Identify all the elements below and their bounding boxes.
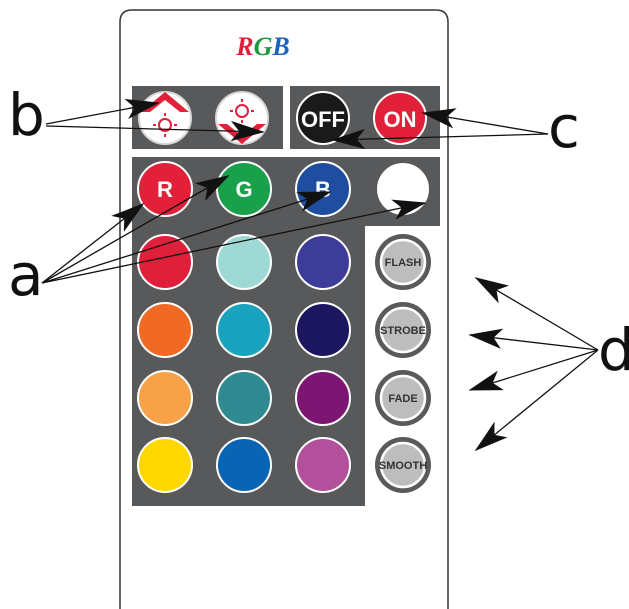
title-letter-r: R xyxy=(235,32,253,61)
on-button-label: ON xyxy=(384,107,417,132)
callout-arrows xyxy=(41,98,599,452)
callout-d: d xyxy=(598,316,629,384)
function-button-label: STROBE xyxy=(380,325,426,337)
function-button-strobe[interactable]: STROBE xyxy=(375,302,431,358)
primary-button-g[interactable]: G xyxy=(216,161,272,217)
callout-a: a xyxy=(8,241,44,309)
color-button-r2-c3[interactable] xyxy=(295,302,351,358)
on-button[interactable]: ON xyxy=(373,91,427,145)
brightness-down-button[interactable] xyxy=(215,91,269,145)
primary-button-label: R xyxy=(157,177,173,202)
function-button-label: FADE xyxy=(388,393,417,405)
color-button-r1-c1[interactable] xyxy=(137,234,193,290)
primary-button-b[interactable]: B xyxy=(295,161,351,217)
remote-title: RGB xyxy=(235,32,289,61)
color-button-r4-c2[interactable] xyxy=(216,437,272,493)
function-buttons: FLASH STROBE FADE SMOOTH xyxy=(375,234,431,493)
primary-button-label: B xyxy=(315,177,331,202)
function-button-fade[interactable]: FADE xyxy=(375,370,431,426)
brightness-up-button[interactable] xyxy=(138,91,192,145)
color-grid-panel xyxy=(132,157,440,506)
color-button-r2-c2[interactable] xyxy=(216,302,272,358)
function-button-label: SMOOTH xyxy=(379,460,427,472)
function-button-smooth[interactable]: SMOOTH xyxy=(375,437,431,493)
color-button-r4-c3[interactable] xyxy=(295,437,351,493)
color-button-r2-c1[interactable] xyxy=(137,302,193,358)
color-grid xyxy=(137,234,351,493)
primary-button-label: W xyxy=(393,177,414,202)
color-button-r1-c2[interactable] xyxy=(216,234,272,290)
color-button-r1-c3[interactable] xyxy=(295,234,351,290)
color-button-r3-c3[interactable] xyxy=(295,370,351,426)
primary-button-label: G xyxy=(235,177,252,202)
off-button-label: OFF xyxy=(301,107,345,132)
off-button[interactable]: OFF xyxy=(296,91,350,145)
callout-b: b xyxy=(8,81,45,149)
function-button-label: FLASH xyxy=(385,257,422,269)
color-button-r3-c1[interactable] xyxy=(137,370,193,426)
primary-button-r[interactable]: R xyxy=(137,161,193,217)
title-letter-g: G xyxy=(254,32,273,61)
color-button-r3-c2[interactable] xyxy=(216,370,272,426)
color-button-r4-c1[interactable] xyxy=(137,437,193,493)
callout-c: c xyxy=(548,93,580,161)
title-letter-b: B xyxy=(271,32,289,61)
function-button-flash[interactable]: FLASH xyxy=(375,234,431,290)
